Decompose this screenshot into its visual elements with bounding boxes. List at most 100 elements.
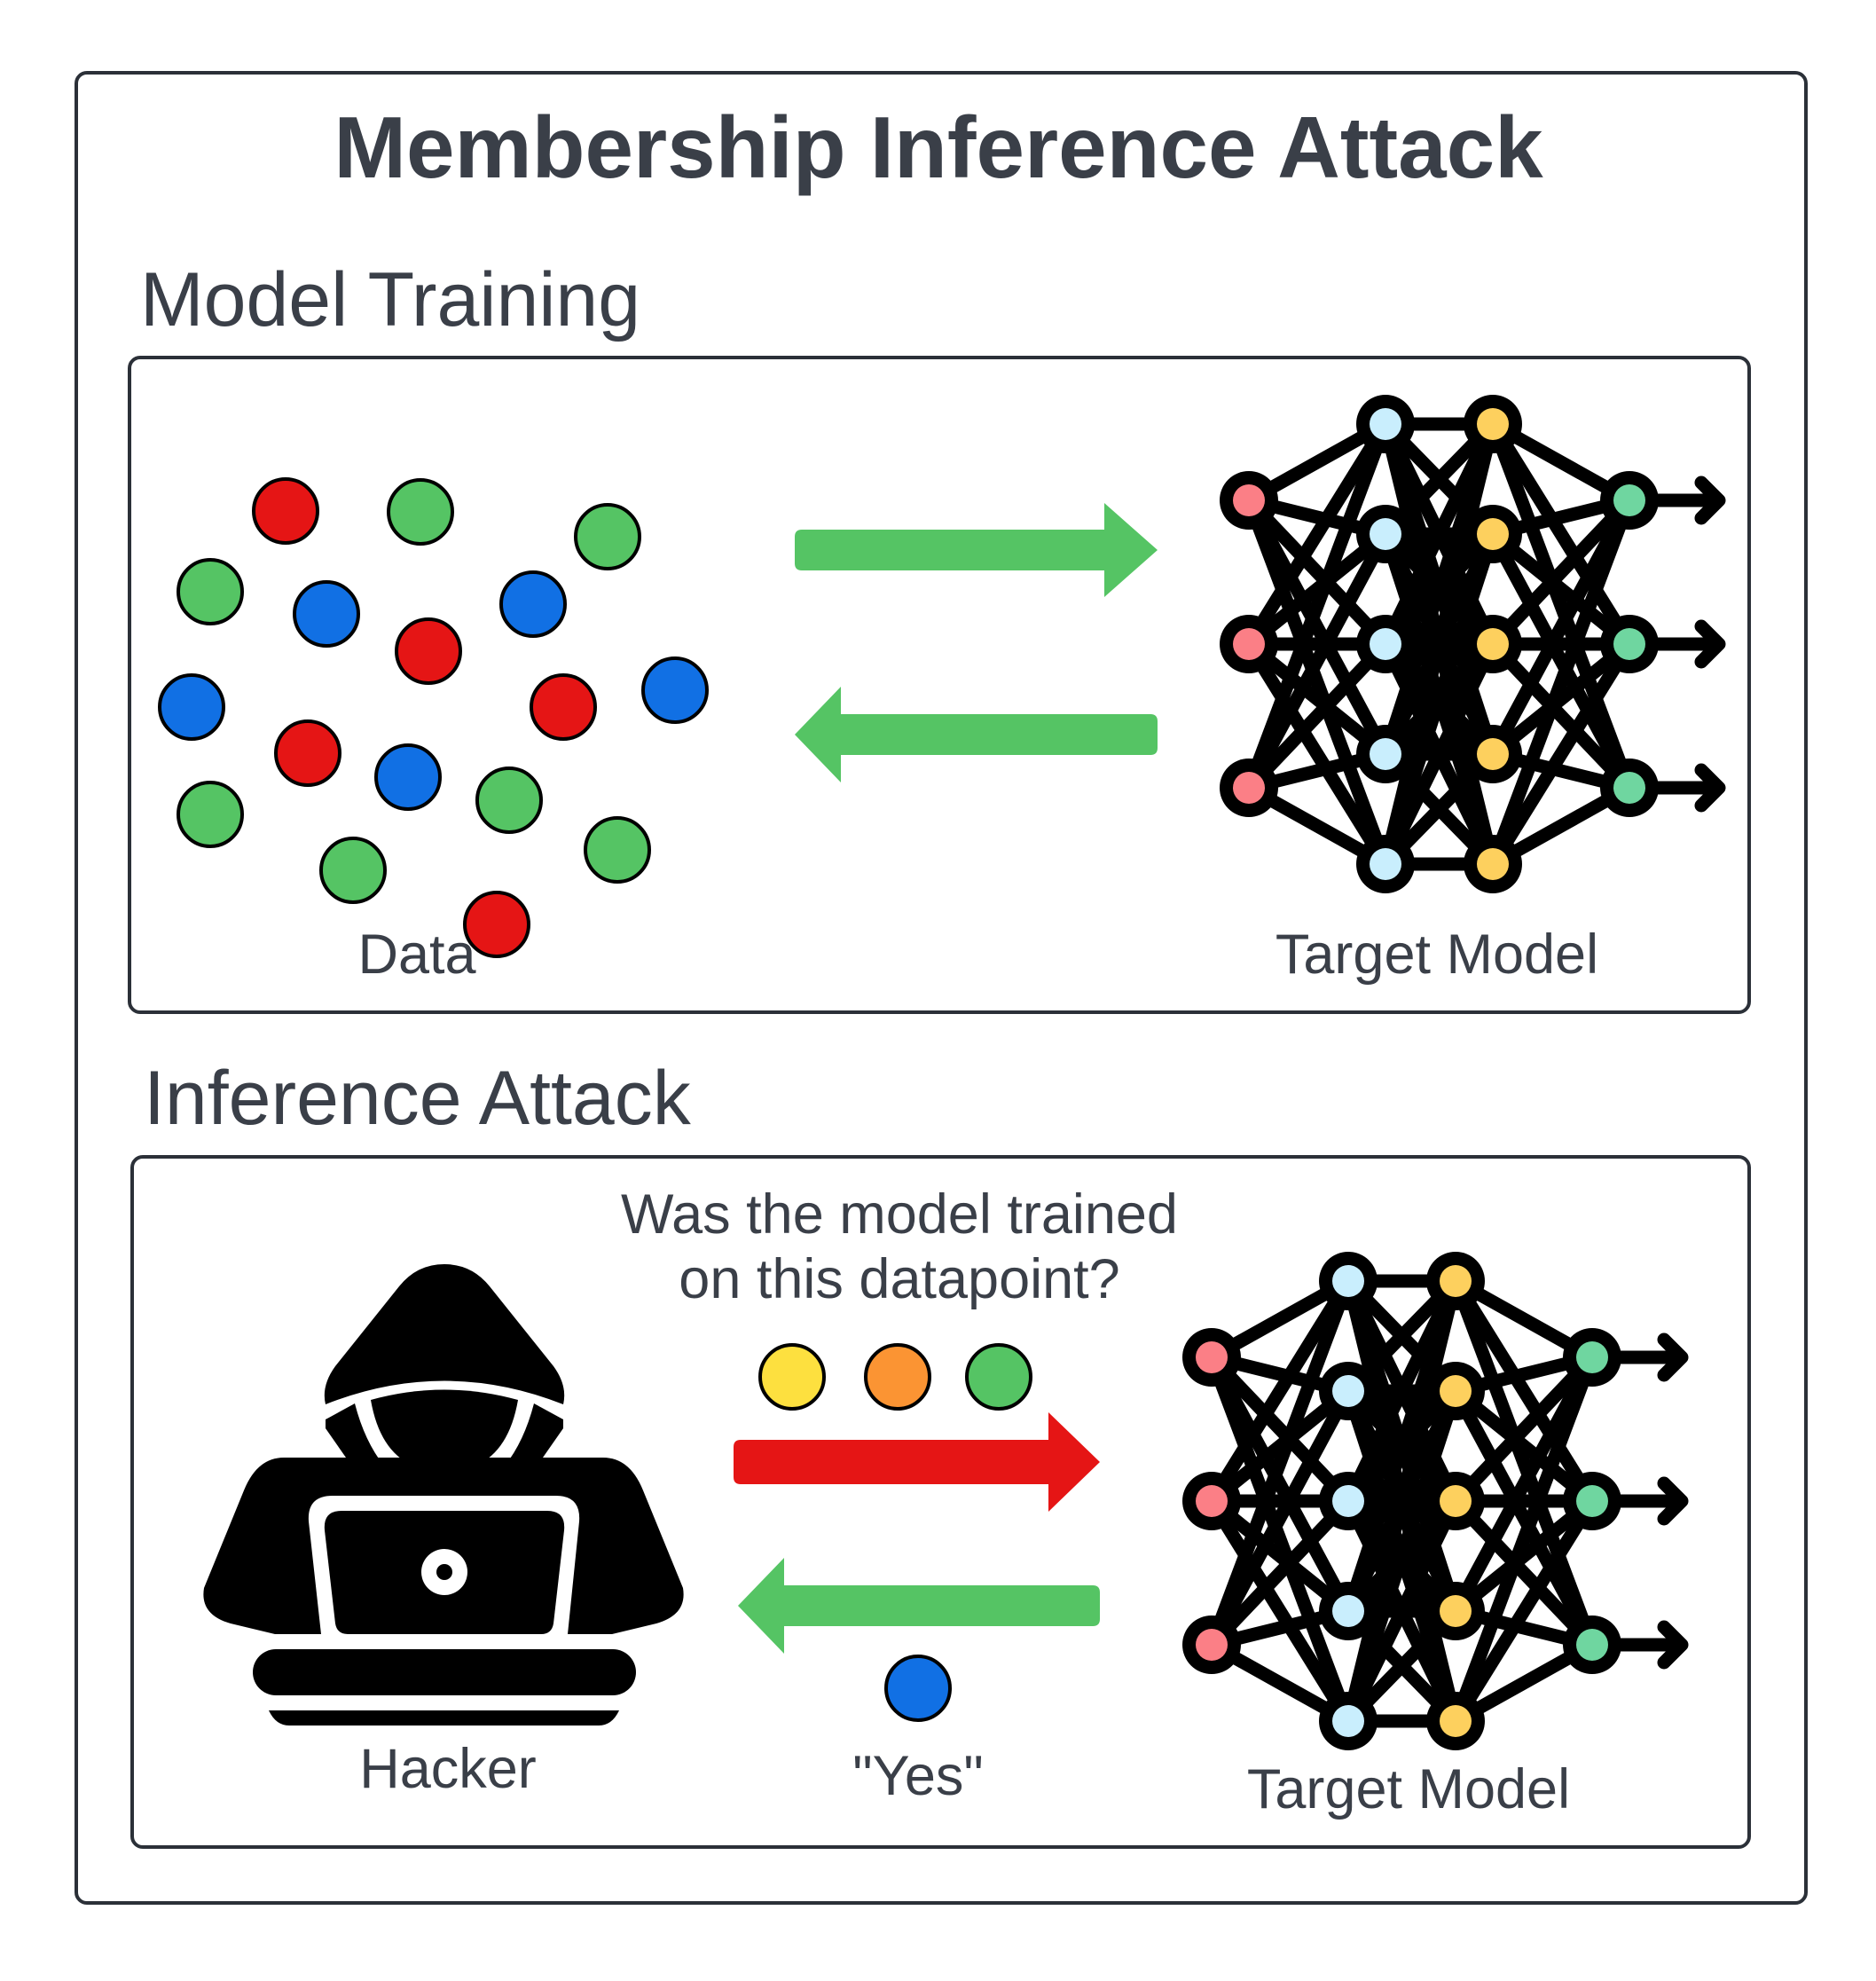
data-point-green bbox=[475, 766, 543, 834]
hidden2-node bbox=[1440, 1375, 1472, 1407]
output-node bbox=[1576, 1341, 1608, 1373]
network-edge bbox=[1486, 417, 1637, 795]
training-arrows bbox=[795, 503, 1158, 782]
target-model-network-icon bbox=[1220, 395, 1726, 893]
query-point-green bbox=[965, 1343, 1032, 1411]
hacker-hood-left bbox=[326, 1403, 399, 1496]
data-point-blue bbox=[293, 580, 360, 648]
input-node bbox=[1233, 484, 1265, 516]
output-node bbox=[1576, 1629, 1608, 1661]
answer-datapoint bbox=[884, 1655, 952, 1722]
input-node bbox=[1196, 1485, 1228, 1517]
network-edge bbox=[1205, 1494, 1355, 1652]
query-datapoints bbox=[758, 1343, 1032, 1411]
data-point-blue bbox=[158, 673, 225, 741]
network-edge bbox=[1205, 1274, 1355, 1652]
network-edge bbox=[1448, 1350, 1599, 1508]
training-panel bbox=[128, 356, 1751, 1014]
section-heading-training: Model Training bbox=[140, 257, 640, 342]
output-arrow-icon bbox=[1612, 1620, 1689, 1670]
attack-arrows bbox=[734, 1412, 1100, 1654]
output-node bbox=[1613, 484, 1645, 516]
hidden1-node bbox=[1332, 1375, 1364, 1407]
data-point-green bbox=[574, 503, 641, 570]
question-line-1: Was the model trained bbox=[621, 1183, 1178, 1246]
network-edge bbox=[1205, 1384, 1355, 1652]
input-node bbox=[1233, 628, 1265, 660]
hidden2-node bbox=[1440, 1595, 1472, 1627]
network-edges bbox=[1242, 417, 1637, 871]
network-edge bbox=[1486, 493, 1637, 871]
hidden1-node bbox=[1370, 848, 1401, 880]
hacker-label: Hacker bbox=[359, 1738, 537, 1800]
hidden2-node bbox=[1477, 628, 1509, 660]
network-edge bbox=[1486, 527, 1637, 795]
network-edge bbox=[1486, 637, 1637, 871]
hidden2-node bbox=[1440, 1265, 1472, 1297]
outer-frame bbox=[75, 71, 1808, 1905]
network-edge bbox=[1242, 637, 1393, 871]
data-point-red bbox=[395, 617, 462, 685]
network-edge bbox=[1486, 417, 1637, 651]
network-edge bbox=[1448, 1494, 1599, 1652]
hacker-desk-base bbox=[269, 1710, 619, 1726]
network-edge bbox=[1378, 527, 1500, 871]
hacker-face bbox=[371, 1389, 518, 1472]
network-edge bbox=[1242, 493, 1393, 651]
network-edge bbox=[1205, 1494, 1355, 1728]
data-point-green bbox=[387, 478, 454, 546]
network-edge bbox=[1341, 1384, 1463, 1728]
network-edge bbox=[1242, 527, 1393, 795]
output-arrow-icon bbox=[1612, 1476, 1689, 1526]
hidden2-node bbox=[1477, 738, 1509, 770]
hidden1-node bbox=[1332, 1595, 1364, 1627]
hacker-hood bbox=[324, 1264, 565, 1404]
data-point-red bbox=[252, 477, 319, 545]
hidden1-node bbox=[1332, 1485, 1364, 1517]
hidden2-node bbox=[1440, 1485, 1472, 1517]
network-edge bbox=[1448, 1350, 1599, 1728]
output-arrow-icon bbox=[1649, 763, 1726, 813]
hidden1-node bbox=[1370, 518, 1401, 550]
hidden2-node bbox=[1477, 408, 1509, 440]
diagram-title: Membership Inference Attack bbox=[334, 98, 1543, 196]
hidden1-node bbox=[1370, 628, 1401, 660]
data-point-red bbox=[274, 719, 341, 787]
data-point-blue bbox=[641, 656, 709, 724]
data-point-blue bbox=[374, 743, 442, 811]
network-edge bbox=[1242, 417, 1393, 651]
training-model-label: Target Model bbox=[1276, 924, 1598, 986]
section-heading-attack: Inference Attack bbox=[144, 1056, 692, 1141]
output-arrow-icon bbox=[1649, 476, 1726, 525]
hidden1-node bbox=[1332, 1705, 1364, 1737]
answer-label: "Yes" bbox=[852, 1745, 984, 1807]
network-edge bbox=[1448, 1274, 1599, 1652]
network-edge bbox=[1242, 637, 1393, 795]
query-point-yellow bbox=[758, 1343, 826, 1411]
arrow-right-query bbox=[734, 1412, 1100, 1512]
network-edges bbox=[1205, 1274, 1599, 1728]
input-node bbox=[1196, 1341, 1228, 1373]
arrow-left-response bbox=[738, 1558, 1100, 1654]
hacker-icon bbox=[203, 1264, 684, 1726]
network-edge bbox=[1378, 637, 1500, 871]
hidden1-node bbox=[1332, 1265, 1364, 1297]
laptop-logo-dot bbox=[436, 1564, 452, 1580]
network-edge bbox=[1205, 1350, 1355, 1728]
data-point-blue bbox=[499, 570, 567, 638]
training-data-cluster bbox=[158, 477, 709, 958]
network-edge bbox=[1205, 1350, 1355, 1508]
output-node bbox=[1613, 772, 1645, 804]
hidden1-node bbox=[1370, 408, 1401, 440]
hidden1-node bbox=[1370, 738, 1401, 770]
network-edge bbox=[1486, 637, 1637, 795]
attack-model-label: Target Model bbox=[1247, 1758, 1570, 1820]
output-node bbox=[1613, 628, 1645, 660]
arrow-left-feedback bbox=[795, 687, 1158, 782]
data-point-green bbox=[177, 558, 244, 625]
arrow-right-train bbox=[795, 503, 1158, 597]
query-point-orange bbox=[864, 1343, 931, 1411]
network-edge bbox=[1341, 1494, 1463, 1728]
attack-target-model-network-icon bbox=[1182, 1252, 1689, 1750]
hidden2-node bbox=[1477, 848, 1509, 880]
